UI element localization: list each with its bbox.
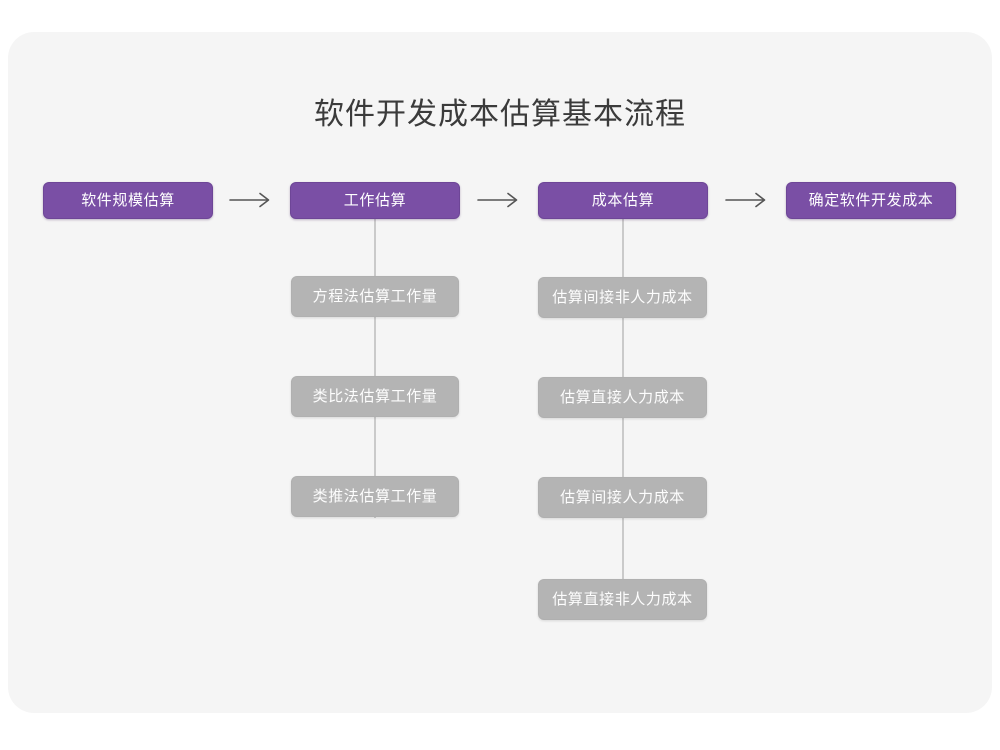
flow-step-2[interactable]: 工作估算 [290, 182, 460, 219]
page-title: 软件开发成本估算基本流程 [314, 97, 686, 132]
connector-line-branch-1 [374, 218, 376, 518]
branch-item-label: 估算间接非人力成本 [552, 288, 693, 306]
connector-line-branch-2 [622, 218, 624, 620]
branch-2-item-4[interactable]: 估算直接非人力成本 [538, 579, 707, 620]
flow-step-label: 确定软件开发成本 [808, 191, 934, 209]
branch-item-label: 类推法估算工作量 [312, 487, 438, 505]
branch-item-label: 估算间接人力成本 [560, 488, 685, 506]
flow-step-label: 成本估算 [591, 191, 655, 209]
flow-step-4[interactable]: 确定软件开发成本 [786, 182, 956, 219]
branch-2-item-3[interactable]: 估算间接人力成本 [538, 477, 707, 518]
branch-2-item-1[interactable]: 估算间接非人力成本 [538, 277, 707, 318]
branch-item-label: 类比法估算工作量 [312, 387, 438, 405]
flow-step-1[interactable]: 软件规模估算 [43, 182, 213, 219]
branch-item-label: 估算直接人力成本 [560, 388, 685, 406]
flow-step-label: 工作估算 [343, 191, 407, 209]
branch-item-label: 估算直接非人力成本 [552, 590, 693, 608]
branch-item-label: 方程法估算工作量 [312, 287, 438, 305]
flow-step-3[interactable]: 成本估算 [538, 182, 708, 219]
diagram-card [8, 32, 992, 713]
arrow-right-icon-2 [477, 191, 523, 209]
branch-1-item-2[interactable]: 类比法估算工作量 [291, 376, 459, 417]
branch-1-item-1[interactable]: 方程法估算工作量 [291, 276, 459, 317]
arrow-right-icon-3 [725, 191, 771, 209]
branch-1-item-3[interactable]: 类推法估算工作量 [291, 476, 459, 517]
flow-step-label: 软件规模估算 [81, 191, 175, 209]
branch-2-item-2[interactable]: 估算直接人力成本 [538, 377, 707, 418]
arrow-right-icon-1 [229, 191, 275, 209]
